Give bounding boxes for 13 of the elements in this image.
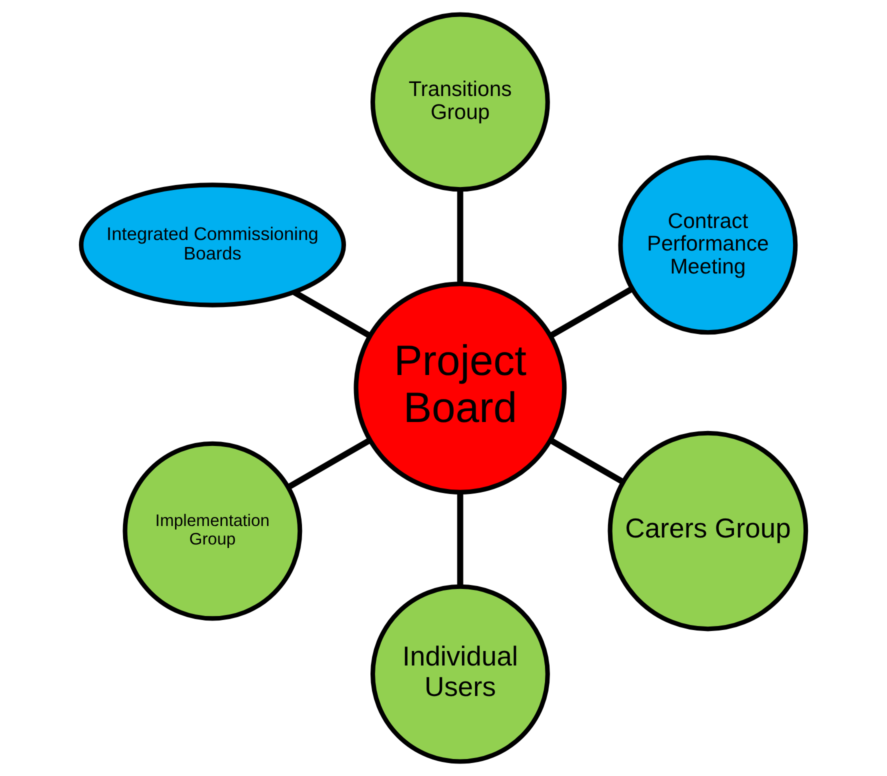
connector	[457, 190, 464, 284]
node-circle: Project Board	[354, 282, 567, 494]
node-circle: Contract Performance Meeting	[618, 155, 798, 335]
node-circle: Implementation Group	[122, 441, 302, 621]
node-circle: Transitions Group	[370, 12, 550, 192]
connector	[286, 438, 371, 490]
connector	[550, 438, 624, 485]
connector	[457, 492, 464, 586]
connector	[550, 286, 634, 338]
connector	[292, 290, 371, 338]
node-circle: Individual Users	[370, 584, 550, 764]
node-circle: Carers Group	[608, 430, 808, 632]
node-ellipse: Integrated Commissioning Boards	[78, 182, 346, 308]
